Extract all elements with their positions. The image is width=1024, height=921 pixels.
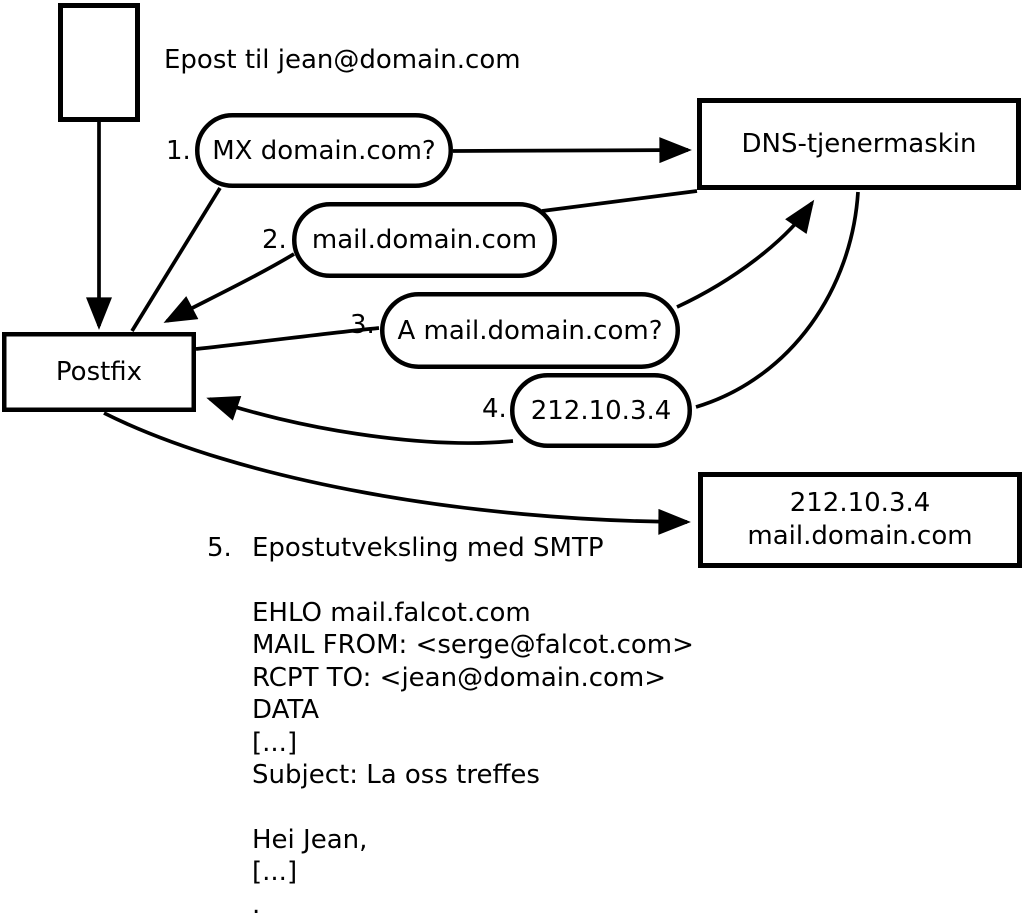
mail-server-hostname: mail.domain.com xyxy=(747,521,973,551)
arrow-a-query-to-dns xyxy=(676,199,815,309)
step3-number: 3. xyxy=(350,310,375,340)
step1-number: 1. xyxy=(166,136,191,166)
pill-step4-a-answer xyxy=(510,373,692,448)
step5-number: 5. xyxy=(207,533,232,563)
mail-server-ip: 212.10.3.4 xyxy=(789,488,931,518)
dns-server-label: DNS-tjenermaskin xyxy=(741,129,977,159)
mail-server-box xyxy=(698,472,1022,568)
step4-answer-text: 212.10.3.4 xyxy=(530,395,672,426)
line-dns-to-mx-answer xyxy=(541,189,698,213)
step5-label: Epostutveksling med SMTP xyxy=(252,533,604,563)
step2-number: 2. xyxy=(262,225,287,255)
step1-query-text: MX domain.com? xyxy=(212,135,436,166)
postfix-label: Postfix xyxy=(55,357,143,387)
pill-step3-a-query xyxy=(380,292,680,369)
line-postfix-to-mx-query xyxy=(130,187,222,332)
line-postfix-to-a-query xyxy=(195,326,380,351)
page-title: Epost til jean@domain.com xyxy=(164,45,521,75)
arrow-mx-query-to-dns xyxy=(452,137,692,164)
step4-number: 4. xyxy=(482,394,507,424)
smtp-session-text: EHLO mail.falcot.com MAIL FROM: <serge@f… xyxy=(252,598,694,920)
mail-server-label: 212.10.3.4 mail.domain.com xyxy=(698,472,1022,568)
arrow-mx-answer-to-postfix xyxy=(163,252,295,323)
step2-answer-text: mail.domain.com xyxy=(311,225,538,255)
arrow-a-answer-to-postfix xyxy=(206,395,514,445)
postfix-box xyxy=(2,332,196,412)
step3-query-text: A mail.domain.com? xyxy=(397,315,663,346)
sender-box xyxy=(58,3,140,122)
dns-server-box xyxy=(697,98,1021,190)
pill-step1-mx-query xyxy=(195,113,453,188)
pill-step2-mx-answer xyxy=(292,202,557,278)
arrow-smtp-to-mail-server xyxy=(103,411,691,535)
line-dns-to-a-answer xyxy=(695,191,860,409)
